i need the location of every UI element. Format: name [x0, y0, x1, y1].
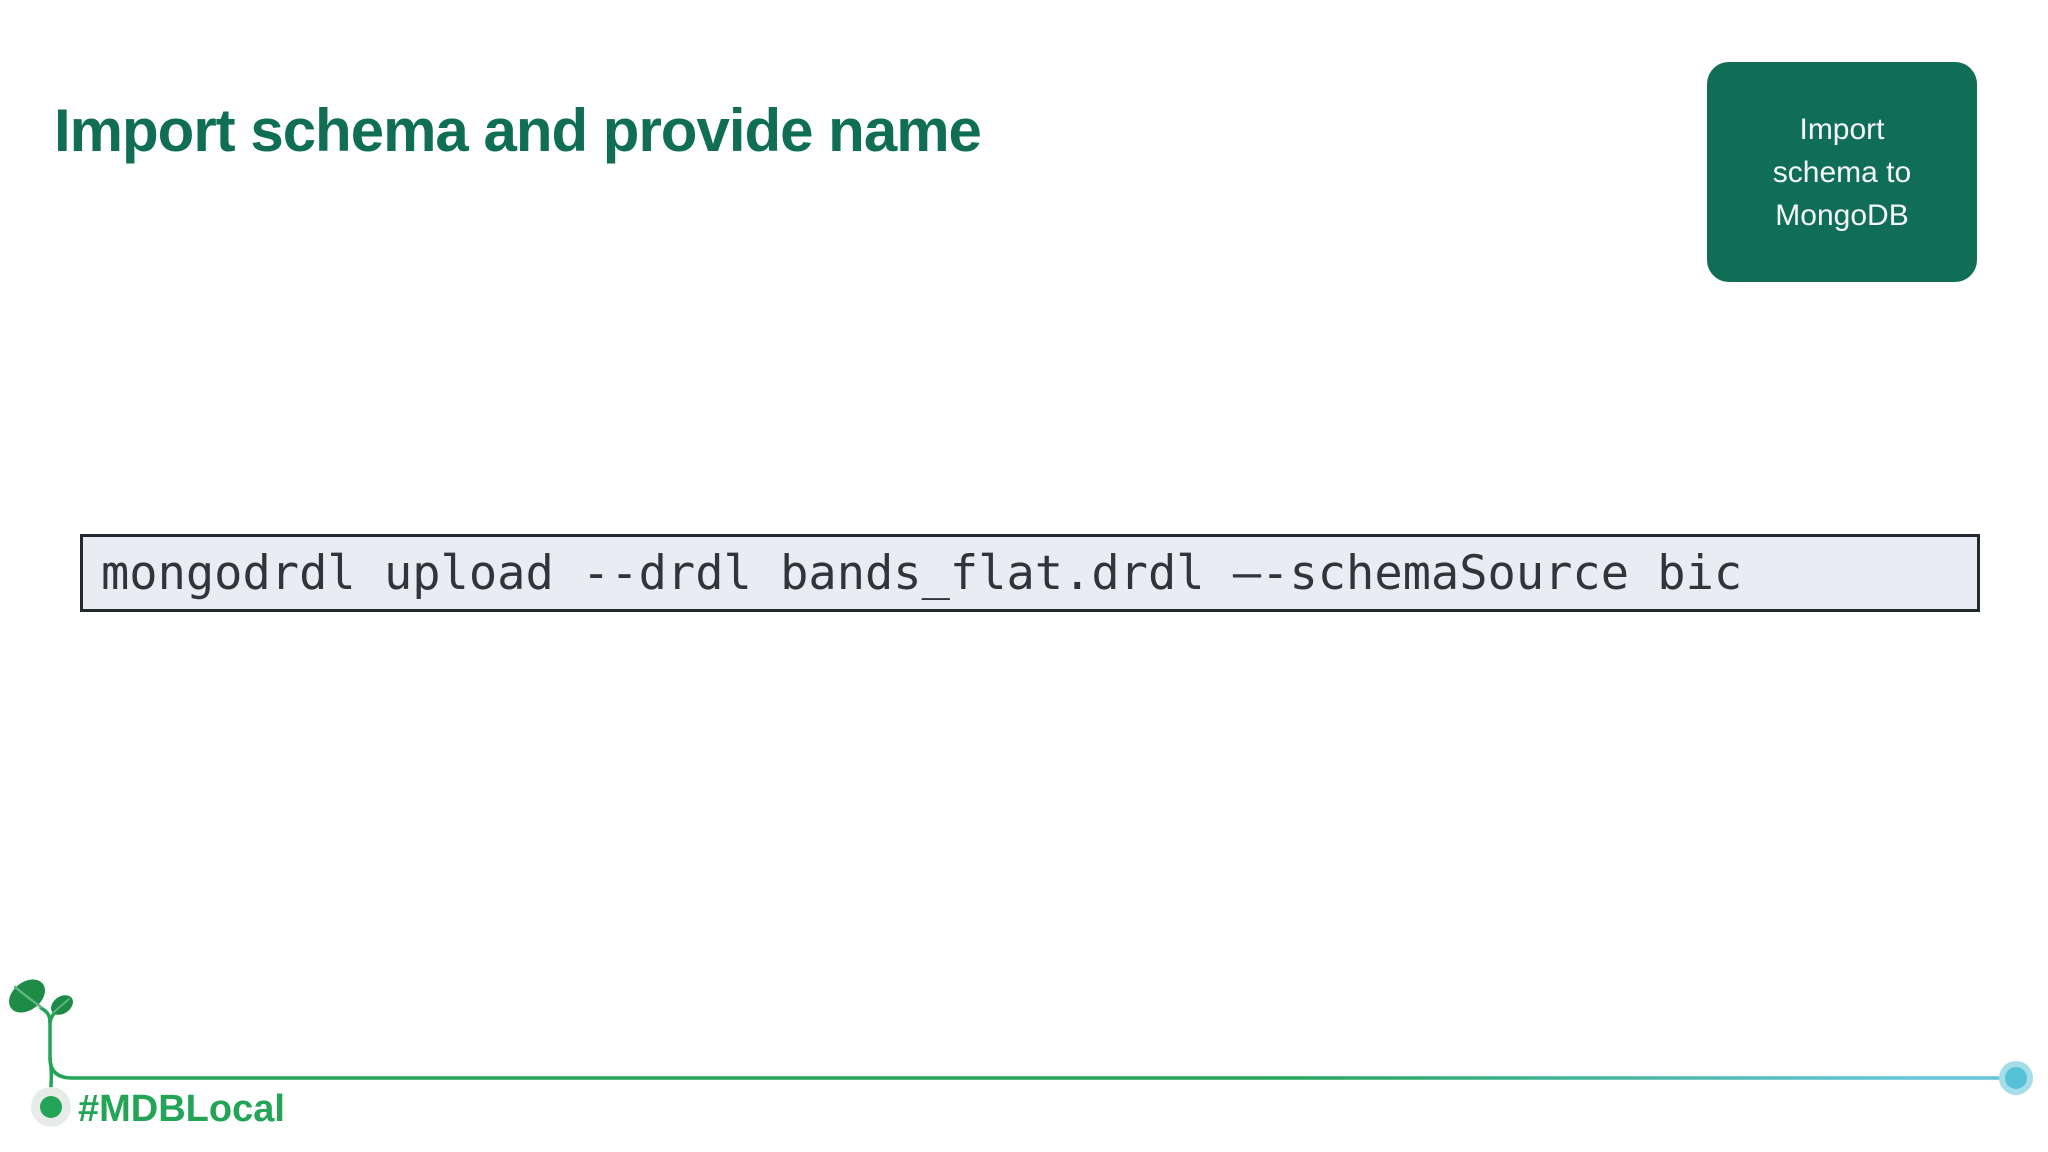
timeline-start-dot	[40, 1096, 62, 1118]
timeline-start-stem	[48, 1056, 54, 1098]
command-code-text: mongodrdl upload --drdl bands_flat.drdl …	[101, 545, 1743, 601]
page-title: Import schema and provide name	[54, 97, 982, 164]
timeline-end-circle-halo	[1999, 1061, 2033, 1095]
timeline-end-circle	[2005, 1067, 2027, 1089]
corner-badge-label: Import schema to MongoDB	[1772, 112, 1912, 232]
timeline-line	[48, 1016, 2018, 1080]
corner-badge: Import schema to MongoDB	[1707, 62, 1977, 282]
timeline-start-dot-halo	[31, 1087, 71, 1127]
event-hashtag: #MDBLocal	[78, 1088, 285, 1130]
command-code-box: mongodrdl upload --drdl bands_flat.drdl …	[80, 534, 1980, 612]
sprout-icon	[9, 979, 73, 1024]
